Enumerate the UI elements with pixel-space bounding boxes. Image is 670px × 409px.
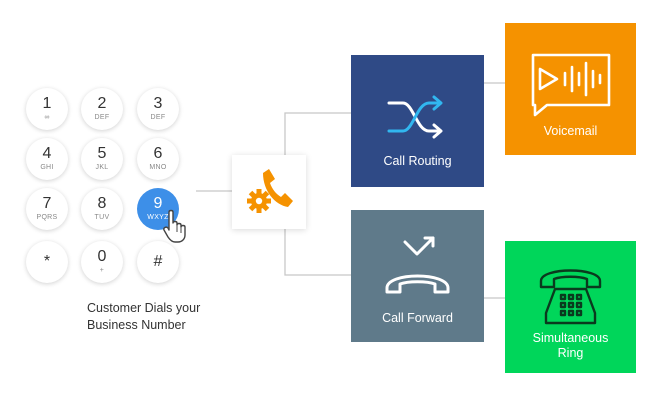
shuffle-icon (387, 95, 443, 139)
key-5[interactable]: 5 JKL (81, 138, 123, 180)
voicemail-waveform-icon (531, 53, 611, 117)
key-6[interactable]: 6 MNO (137, 138, 179, 180)
key-2[interactable]: 2 DEF (81, 88, 123, 130)
key-7[interactable]: 7 PQRS (26, 188, 68, 230)
key-4[interactable]: 4 GHI (26, 138, 68, 180)
simultaneous-ring-label-line1: Simultaneous (532, 331, 609, 345)
call-forward-box: Call Forward (351, 210, 484, 342)
voicemail-box: Voicemail (505, 23, 636, 155)
voicemail-label: Voicemail (543, 124, 598, 138)
simultaneous-ring-label-line2: Ring (557, 346, 584, 360)
call-routing-label: Call Routing (383, 154, 452, 168)
key-8[interactable]: 8 TUV (81, 188, 123, 230)
call-hub (232, 155, 306, 229)
call-routing-box: Call Routing (351, 55, 484, 187)
keypad-caption: Customer Dials your Business Number (87, 301, 201, 332)
voicemail-symbol: ∞ (44, 114, 50, 121)
call-forward-icon (385, 236, 450, 294)
phone-gear-icon (247, 169, 293, 213)
key-star[interactable]: * (26, 241, 68, 283)
call-forward-label: Call Forward (382, 311, 453, 325)
key-3[interactable]: 3 DEF (137, 88, 179, 130)
dial-keypad: 1 ∞ 2 DEF 3 DEF 4 GHI 5 JKL 6 MNO 7 PQRS… (24, 86, 186, 286)
key-hash[interactable]: # (137, 241, 179, 283)
hand-pointer-icon (163, 209, 186, 243)
key-1[interactable]: 1 ∞ (26, 88, 68, 130)
key-0[interactable]: 0 + (81, 241, 123, 283)
desk-telephone-icon (539, 269, 602, 325)
simultaneous-ring-box: Simultaneous Ring (505, 241, 636, 373)
